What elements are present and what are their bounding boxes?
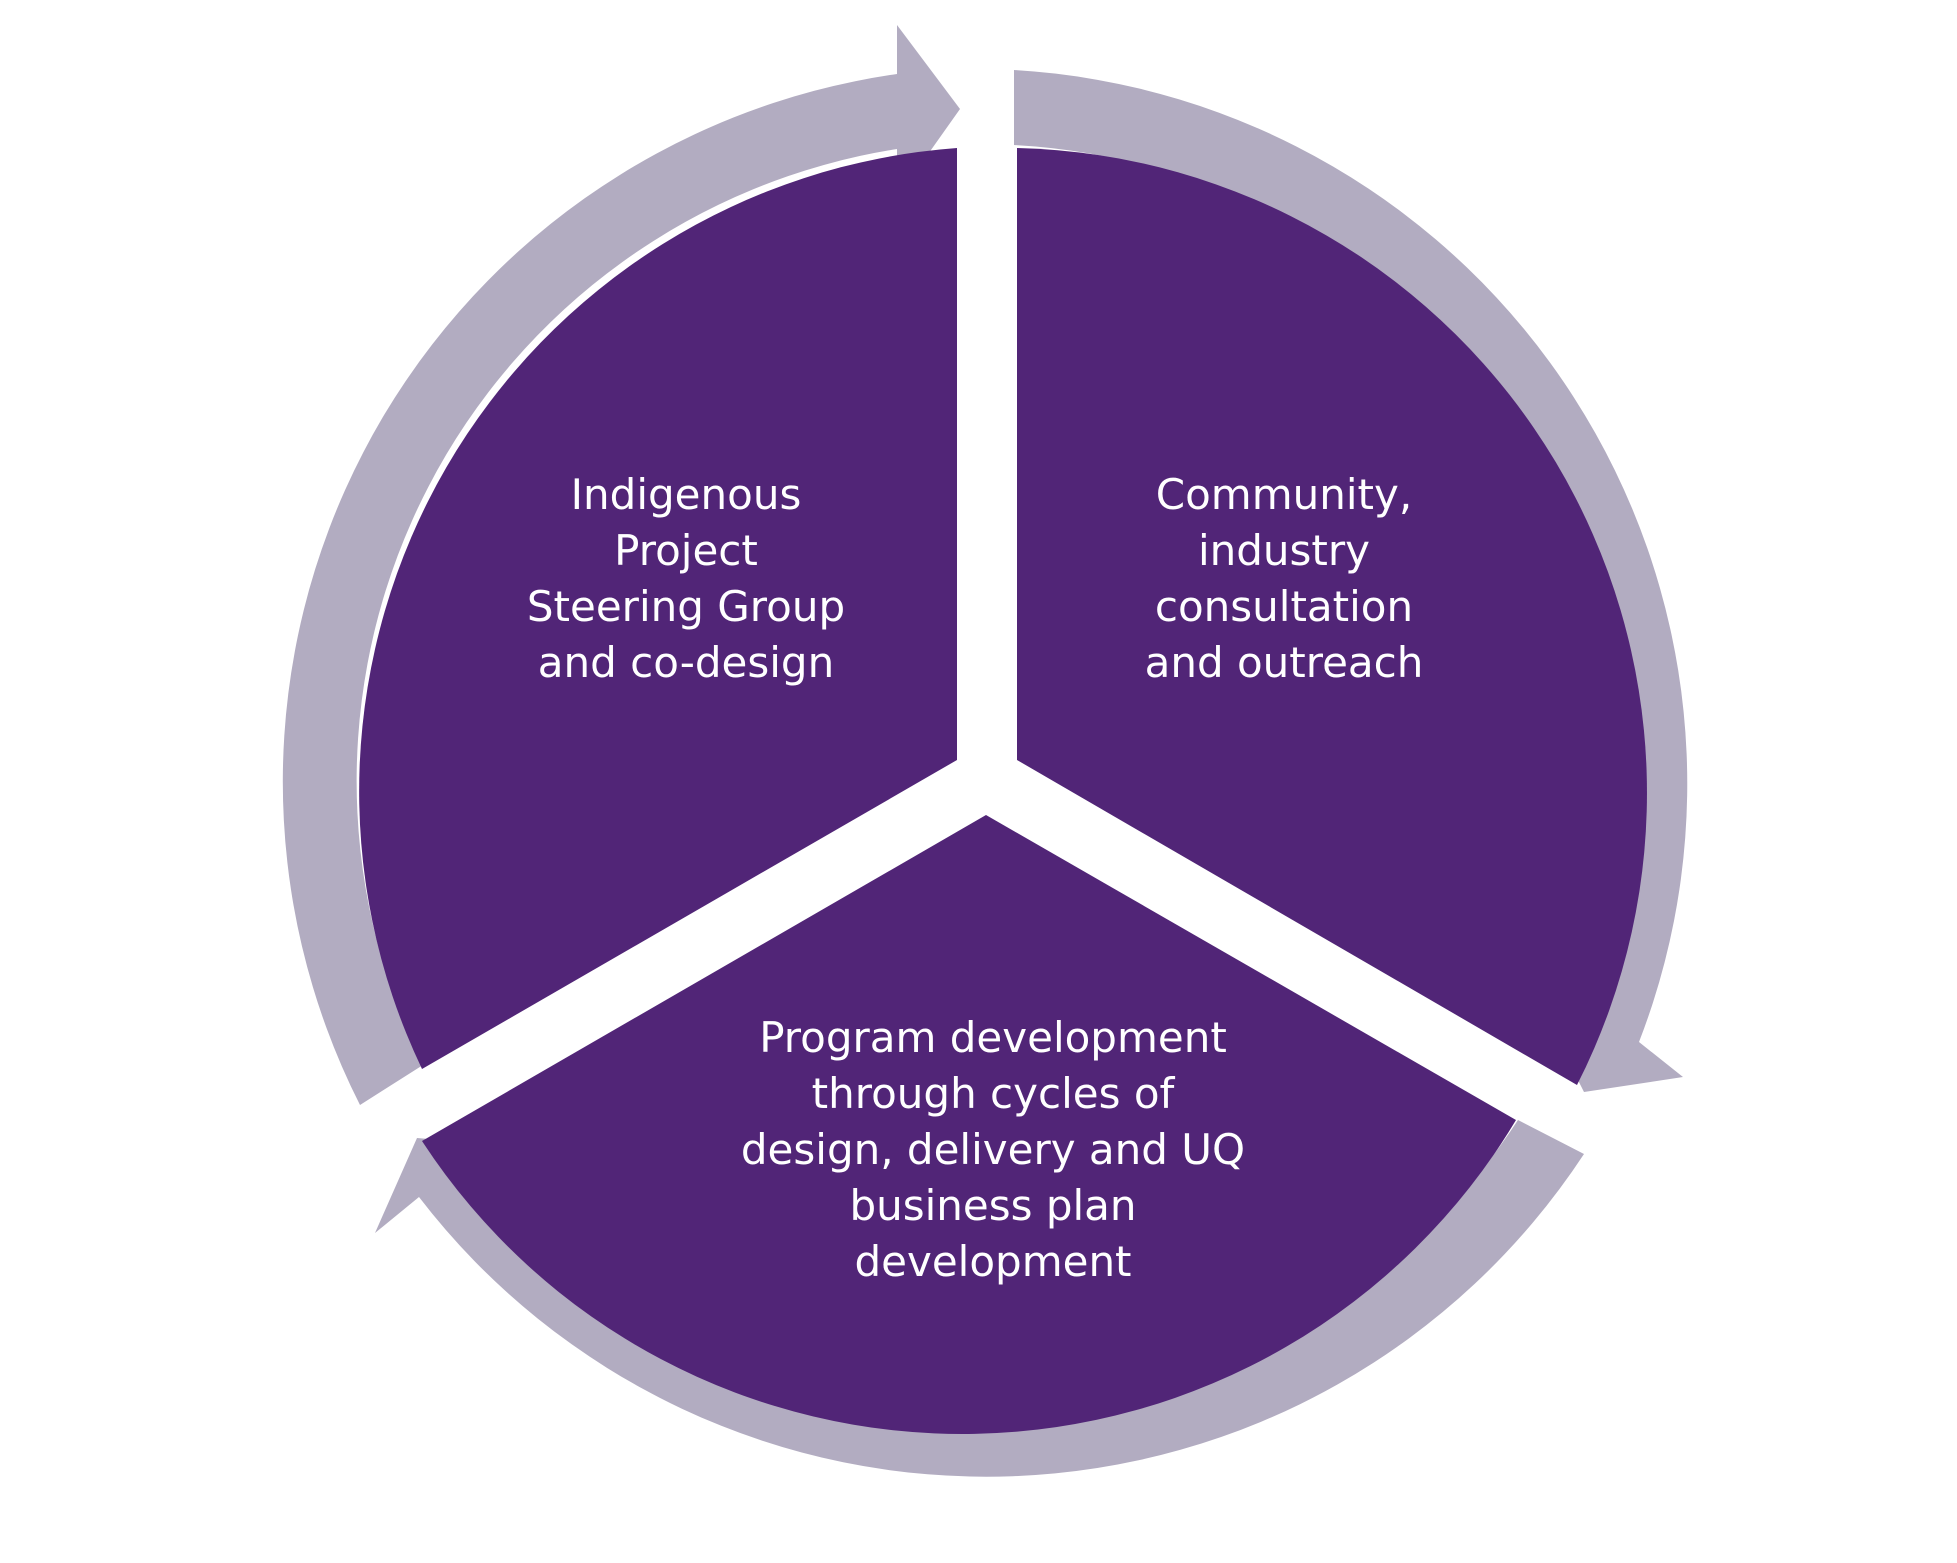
label-steering-line: and co-design xyxy=(538,638,834,687)
label-program-line: through cycles of xyxy=(812,1069,1176,1118)
label-consultation-line: consultation xyxy=(1155,582,1413,631)
cycle-segments xyxy=(359,148,1647,1434)
label-program-line: business plan xyxy=(849,1181,1136,1230)
label-program-line: Program development xyxy=(759,1013,1227,1062)
label-steering-line: Steering Group xyxy=(527,582,845,631)
label-steering-line: Indigenous xyxy=(571,470,802,519)
cycle-arrows xyxy=(282,25,1688,1477)
segment-consultation xyxy=(1017,148,1647,1085)
label-steering-line: Project xyxy=(614,526,758,575)
arrow-to-consultation xyxy=(282,25,960,1105)
label-consultation-line: and outreach xyxy=(1145,638,1424,687)
label-program: Program development through cycles of desi… xyxy=(741,1013,1245,1286)
arrow-to-program xyxy=(1014,70,1688,1092)
label-program-line: development xyxy=(854,1237,1131,1286)
label-consultation: Community, industry consultation and outrea… xyxy=(1145,470,1424,687)
arrow-to-steering xyxy=(375,1120,1584,1477)
segment-steering xyxy=(359,148,957,1069)
label-consultation-line: Community, xyxy=(1156,470,1412,519)
label-program-line: design, delivery and UQ xyxy=(741,1125,1245,1174)
label-consultation-line: industry xyxy=(1198,526,1370,575)
segment-program xyxy=(422,815,1516,1434)
